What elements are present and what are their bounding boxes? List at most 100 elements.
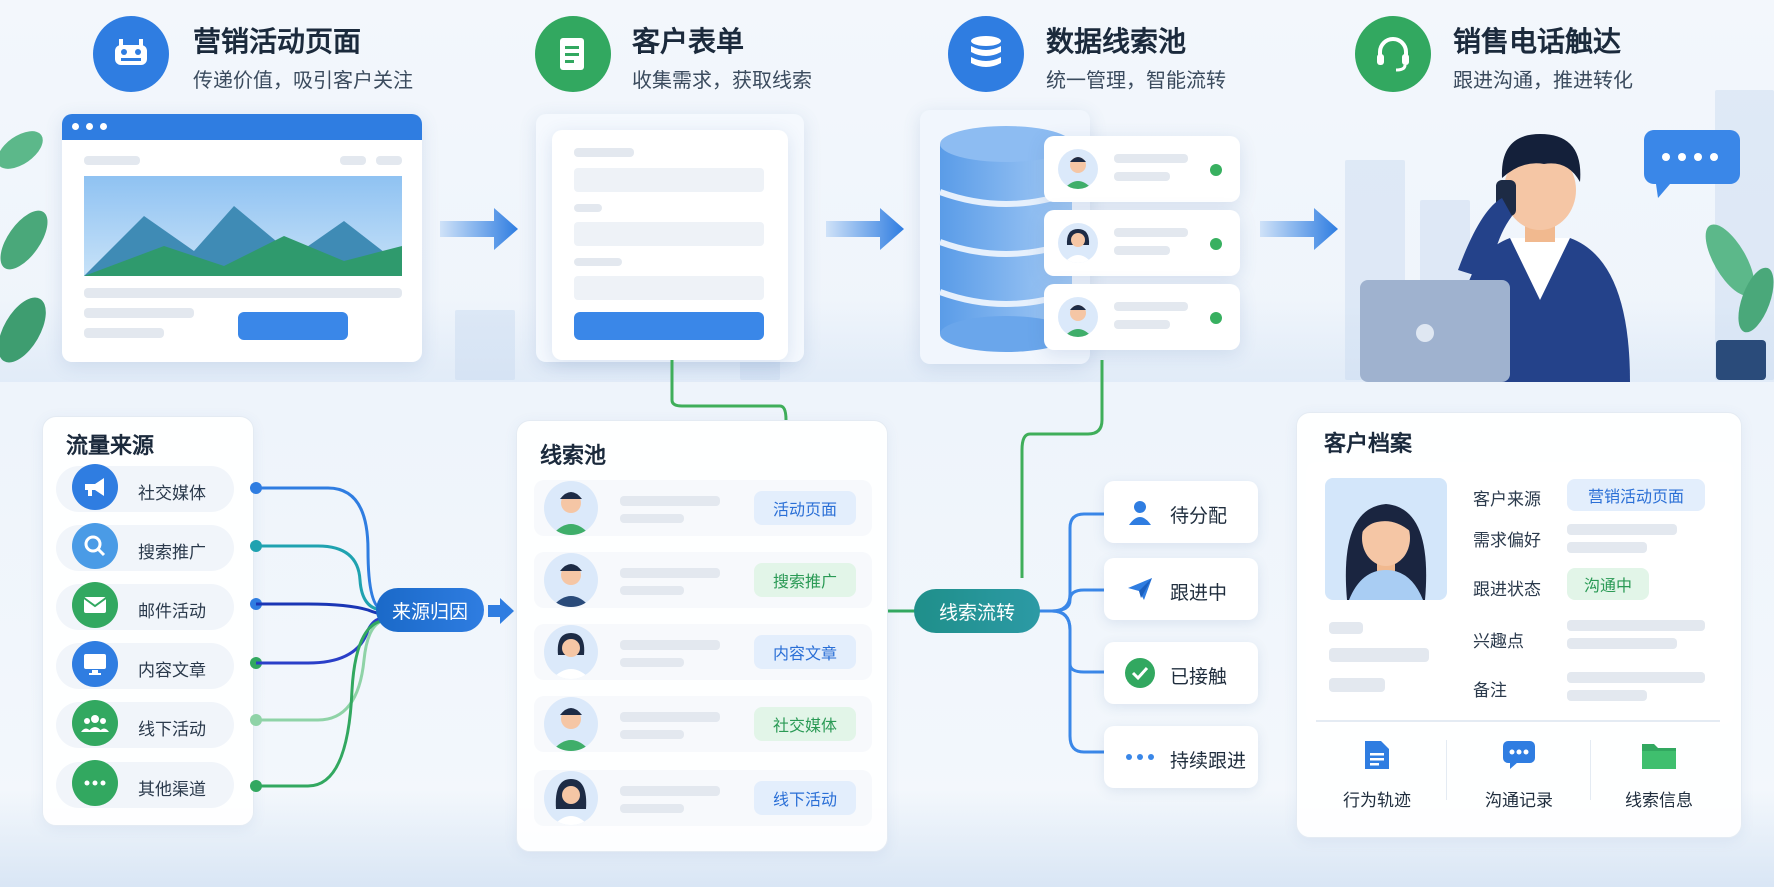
avatar bbox=[1058, 297, 1098, 337]
source-item-search[interactable]: 搜索推广 bbox=[56, 523, 234, 571]
customer-form-illustration bbox=[536, 114, 804, 362]
panel-title: 流量来源 bbox=[66, 434, 155, 459]
source-tag: 内容文章 bbox=[754, 635, 856, 669]
divider bbox=[1446, 740, 1447, 800]
customer-avatar bbox=[1325, 478, 1447, 600]
source-tag: 社交媒体 bbox=[754, 707, 856, 741]
lead-card bbox=[1044, 136, 1240, 202]
avatar bbox=[544, 771, 598, 825]
source-tag: 活动页面 bbox=[754, 491, 856, 525]
lead-row[interactable]: 内容文章 bbox=[534, 624, 872, 680]
chat-icon bbox=[1501, 738, 1537, 772]
flow-arrow bbox=[826, 208, 904, 250]
arrow-right-icon bbox=[488, 598, 514, 624]
source-label: 其他渠道 bbox=[138, 780, 206, 800]
user-icon bbox=[1124, 496, 1156, 528]
tab-label: 沟通记录 bbox=[1485, 791, 1553, 811]
avatar bbox=[544, 481, 598, 535]
people-icon bbox=[72, 700, 118, 746]
profile-field-label: 客户来源 bbox=[1473, 490, 1541, 510]
status-label: 已接触 bbox=[1170, 666, 1228, 688]
tab-behavior-track[interactable]: 行为轨迹 bbox=[1312, 738, 1442, 811]
mail-icon bbox=[72, 582, 118, 628]
megaphone-icon bbox=[72, 464, 118, 510]
status-label: 待分配 bbox=[1170, 505, 1228, 527]
lead-row[interactable]: 活动页面 bbox=[534, 480, 872, 536]
flow-branch-lines bbox=[888, 512, 1104, 754]
avatar bbox=[1058, 223, 1098, 263]
status-pending[interactable]: 待分配 bbox=[1104, 481, 1258, 543]
source-label: 社交媒体 bbox=[138, 484, 206, 504]
status-following[interactable]: 跟进中 bbox=[1104, 558, 1258, 620]
connector-lines bbox=[670, 360, 1104, 578]
flow-arrow bbox=[440, 208, 518, 250]
tab-label: 行为轨迹 bbox=[1343, 791, 1411, 811]
source-label: 邮件活动 bbox=[138, 602, 206, 622]
check-circle-icon bbox=[1124, 657, 1156, 689]
step-title: 销售电话触达 bbox=[1453, 25, 1622, 58]
search-icon bbox=[72, 523, 118, 569]
profile-status-value: 沟通中 bbox=[1567, 568, 1649, 600]
avatar bbox=[544, 553, 598, 607]
sales-person-illustration bbox=[1360, 130, 1740, 382]
attribution-node: 来源归因 bbox=[376, 588, 484, 632]
profile-field-label: 需求偏好 bbox=[1473, 531, 1541, 551]
source-label: 内容文章 bbox=[138, 661, 206, 681]
source-tag: 搜索推广 bbox=[754, 563, 856, 597]
lead-card bbox=[1044, 284, 1240, 350]
send-icon bbox=[1124, 573, 1156, 605]
database-icon bbox=[948, 16, 1024, 92]
monitor-icon bbox=[72, 641, 118, 687]
source-item-social[interactable]: 社交媒体 bbox=[56, 464, 234, 512]
tab-communication-log[interactable]: 沟通记录 bbox=[1454, 738, 1584, 811]
step-subtitle: 跟进沟通，推进转化 bbox=[1453, 68, 1633, 92]
status-ongoing[interactable]: 持续跟进 bbox=[1104, 726, 1258, 788]
profile-source-value: 营销活动页面 bbox=[1567, 479, 1705, 511]
more-icon bbox=[1124, 741, 1156, 773]
divider bbox=[1590, 740, 1591, 800]
plant-left-illustration bbox=[0, 131, 48, 363]
more-icon bbox=[72, 760, 118, 806]
step-title: 数据线索池 bbox=[1046, 25, 1187, 58]
divider bbox=[1316, 720, 1720, 722]
status-contacted[interactable]: 已接触 bbox=[1104, 642, 1258, 704]
avatar bbox=[1058, 149, 1098, 189]
lead-row[interactable]: 搜索推广 bbox=[534, 552, 872, 608]
status-label: 持续跟进 bbox=[1170, 750, 1247, 772]
status-label: 跟进中 bbox=[1170, 582, 1228, 604]
step-subtitle: 收集需求，获取线索 bbox=[632, 68, 812, 92]
source-label: 线下活动 bbox=[138, 720, 206, 740]
document-icon bbox=[1359, 738, 1395, 772]
step-title: 营销活动页面 bbox=[193, 25, 362, 58]
landing-page-illustration bbox=[62, 114, 422, 362]
tab-lead-info[interactable]: 线索信息 bbox=[1594, 738, 1724, 811]
step-title: 客户表单 bbox=[632, 25, 745, 58]
folder-icon bbox=[1641, 738, 1677, 772]
flow-arrow bbox=[1260, 208, 1338, 250]
step-subtitle: 传递价值，吸引客户关注 bbox=[193, 68, 413, 92]
lead-card bbox=[1044, 210, 1240, 276]
source-item-offline[interactable]: 线下活动 bbox=[56, 700, 234, 748]
flow-node: 线索流转 bbox=[914, 589, 1040, 633]
source-flow-lines bbox=[250, 482, 389, 792]
step-subtitle: 统一管理，智能流转 bbox=[1046, 68, 1226, 92]
panel-title: 客户档案 bbox=[1324, 432, 1413, 457]
avatar bbox=[544, 625, 598, 679]
tab-label: 线索信息 bbox=[1625, 791, 1693, 811]
panel-title: 线索池 bbox=[540, 444, 607, 469]
profile-field-label: 备注 bbox=[1473, 681, 1507, 701]
profile-field-label: 跟进状态 bbox=[1473, 580, 1541, 600]
source-item-other[interactable]: 其他渠道 bbox=[56, 760, 234, 808]
source-item-content[interactable]: 内容文章 bbox=[56, 641, 234, 689]
source-tag: 线下活动 bbox=[754, 781, 856, 815]
avatar bbox=[544, 697, 598, 751]
lead-row[interactable]: 线下活动 bbox=[534, 770, 872, 826]
megaphone-icon bbox=[93, 16, 169, 92]
form-document-icon bbox=[535, 16, 611, 92]
source-item-email[interactable]: 邮件活动 bbox=[56, 582, 234, 630]
source-label: 搜索推广 bbox=[138, 543, 206, 563]
lead-row[interactable]: 社交媒体 bbox=[534, 696, 872, 752]
plant-right-illustration bbox=[1705, 224, 1774, 380]
background-building bbox=[455, 310, 515, 380]
headset-icon bbox=[1355, 16, 1431, 92]
